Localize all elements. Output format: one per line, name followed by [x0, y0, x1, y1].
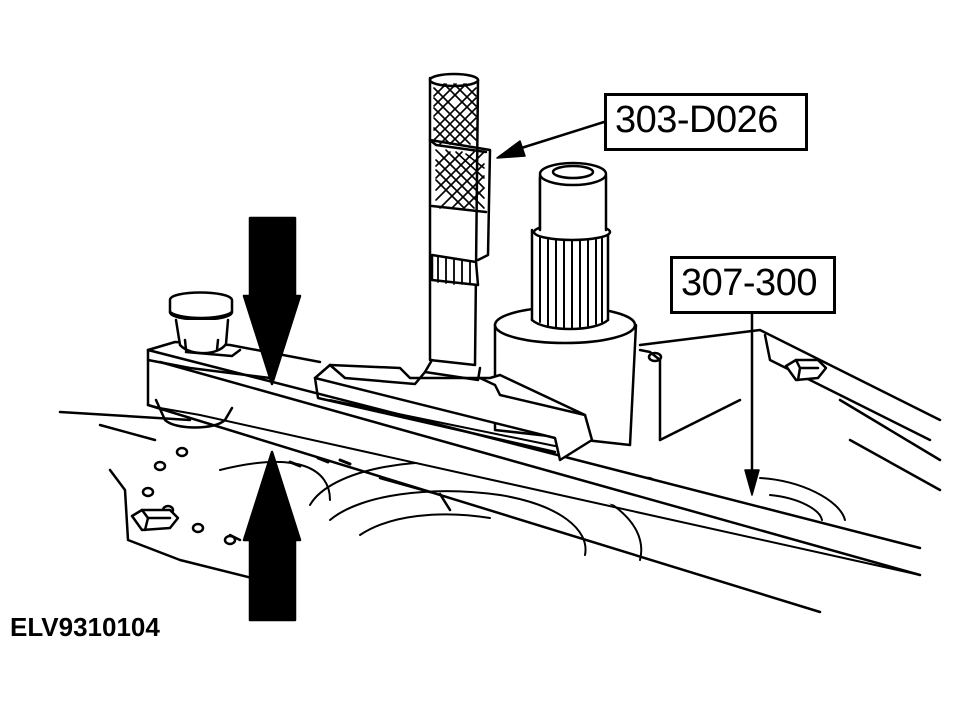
clamp-knob: [168, 291, 242, 358]
gauge-block: [313, 363, 594, 462]
callout-label-307-300: 307-300: [670, 256, 836, 314]
leader-303-D026: [496, 120, 606, 159]
depth-micrometer-303-D026: [423, 72, 492, 382]
arrow-down-icon: [242, 216, 302, 386]
output-shaft: [493, 161, 638, 447]
bolt-right: [784, 358, 828, 382]
bolt-left: [130, 508, 180, 532]
figure-id-label: ELV9310104: [10, 612, 160, 642]
arrow-up-icon: [242, 450, 302, 622]
straightedge-307-300: [146, 340, 922, 614]
leader-307-300: [744, 310, 760, 496]
transmission-case: [58, 328, 942, 582]
callout-label-303-D026: 303-D026: [604, 93, 808, 151]
